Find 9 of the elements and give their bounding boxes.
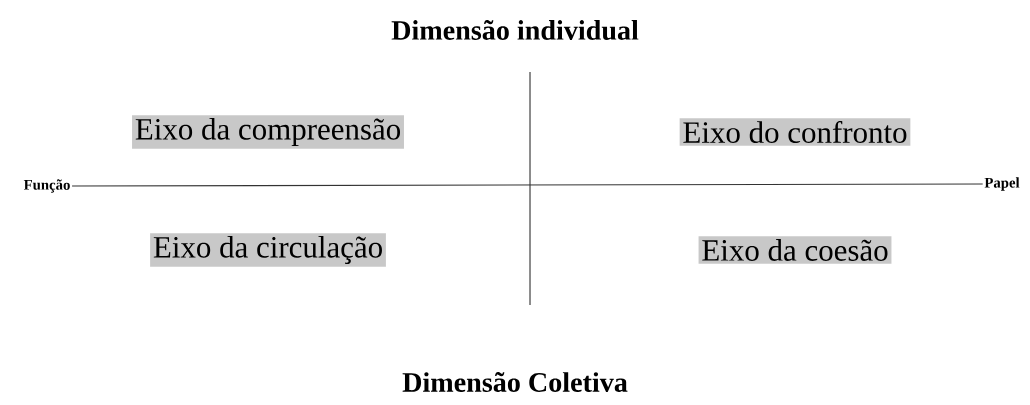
shaded-label-box: Eixo da coesão <box>698 236 892 264</box>
shaded-label-box: Eixo da compreensão <box>132 115 404 149</box>
dimension-heading: Dimensão Coletiva <box>402 372 628 392</box>
axis-label: Função <box>23 179 70 193</box>
shaded-label-box: Eixo da circulação <box>150 233 386 267</box>
dimension-heading: Dimensão individual <box>391 20 639 40</box>
axis-label: Papel <box>984 177 1020 191</box>
axis-line <box>71 183 984 187</box>
shaded-label-box: Eixo do confronto <box>679 118 911 146</box>
